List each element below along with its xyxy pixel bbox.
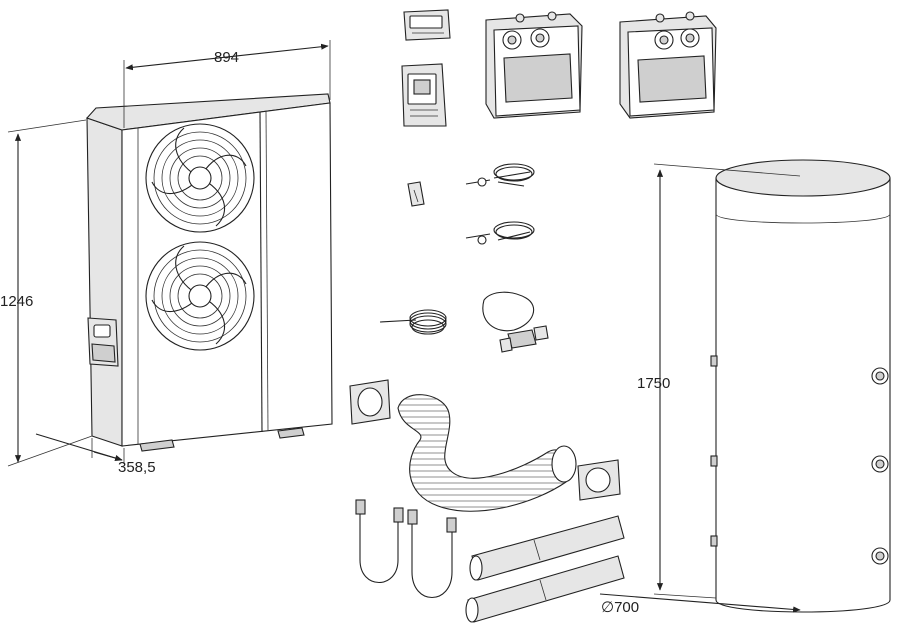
depth-dimension: 358,5 — [35, 433, 156, 476]
room-thermostat — [403, 9, 451, 41]
cable-coil — [379, 309, 447, 335]
depth-label: 358,5 — [118, 459, 156, 476]
outdoor-unit-control-box — [87, 317, 119, 367]
flow-sensor — [482, 291, 549, 353]
upper-fan-grille — [145, 123, 255, 233]
tank-height-dimension: 1750 — [637, 163, 801, 599]
tank-connection-upper — [871, 367, 889, 385]
flexible-air-duct — [349, 379, 621, 512]
temperature-probe-2 — [465, 221, 535, 245]
indoor-module-2 — [619, 11, 717, 119]
tank-connection-middle — [871, 455, 889, 473]
hot-water-tank — [710, 159, 891, 613]
tank-diameter-dimension: ∅700 — [599, 593, 801, 616]
width-dimension: 894 — [123, 40, 331, 128]
temperature-probe-1 — [465, 163, 535, 187]
height-label: 1246 — [0, 293, 33, 310]
flexible-hoses — [355, 499, 457, 598]
tank-connection-lower — [871, 547, 889, 565]
height-dimension: 1246 — [0, 119, 93, 467]
width-label: 894 — [214, 49, 239, 66]
outdoor-unit — [86, 93, 333, 452]
indoor-module-1 — [485, 11, 583, 119]
lower-fan-grille — [145, 241, 255, 351]
insulation-pipes — [465, 515, 625, 623]
tank-height-label: 1750 — [637, 375, 670, 392]
tank-diameter-label: ∅700 — [601, 599, 639, 616]
wall-controller — [401, 63, 447, 127]
outdoor-sensor — [407, 181, 425, 207]
